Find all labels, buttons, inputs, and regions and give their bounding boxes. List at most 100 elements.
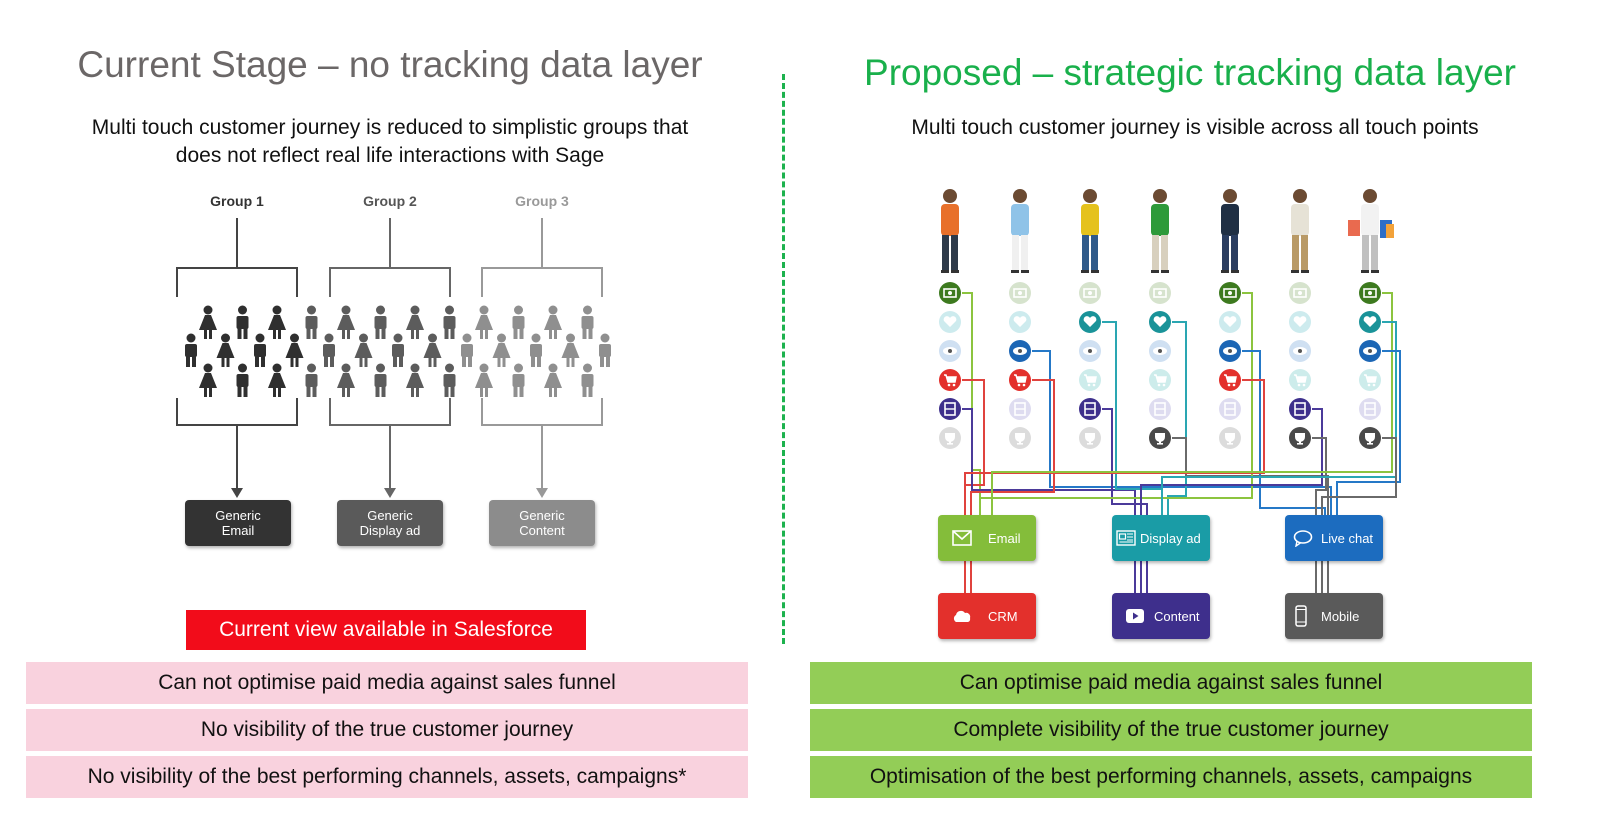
box-label: Generic (519, 508, 565, 523)
channel-display-ad: Display ad (1112, 515, 1210, 561)
man-icon (305, 363, 318, 397)
woman-icon (337, 363, 355, 397)
woman-icon (406, 305, 424, 339)
cart-icon (1289, 369, 1311, 391)
group-2-label: Group 2 (363, 193, 417, 209)
eye-icon (1149, 340, 1171, 362)
man-icon (599, 333, 611, 367)
channel-label: Content (1154, 608, 1200, 624)
woman-icon (544, 363, 562, 397)
speech-bubble-icon (1293, 529, 1313, 547)
box-label: Display ad (359, 523, 421, 538)
group-2-bracket (329, 218, 451, 492)
arrow-head (231, 488, 243, 498)
proposed-subtitle: Multi touch customer journey is visible … (911, 116, 1479, 139)
current-stage-subtitle: Multi touch customer journey is reduced … (40, 114, 740, 170)
man-icon (185, 333, 197, 367)
proposed-outcomes-list: Can optimise paid media against sales fu… (810, 662, 1532, 798)
heart-icon (1149, 311, 1171, 333)
woman-icon (561, 333, 580, 367)
channel-label: Display ad (1140, 530, 1201, 546)
film-icon (1149, 398, 1171, 420)
newspaper-icon (1116, 530, 1136, 546)
people-row (941, 189, 1394, 273)
group-diagram (176, 218, 611, 498)
channel-mobile: Mobile (1285, 593, 1383, 639)
person-figure (1081, 189, 1099, 273)
section-divider (782, 74, 785, 644)
money-icon (1009, 282, 1031, 304)
man-icon (254, 333, 266, 367)
man-icon (461, 333, 473, 367)
man-icon (581, 305, 594, 339)
channel-email: Email (938, 515, 1036, 561)
heart-icon (1219, 311, 1241, 333)
current-stage-title: Current Stage – no tracking data layer (77, 44, 703, 85)
salesforce-banner: Current view available in Salesforce (186, 610, 586, 650)
woman-icon (199, 363, 217, 397)
woman-icon (423, 333, 442, 367)
eye-icon (1009, 340, 1031, 362)
trophy-icon (1079, 427, 1101, 449)
channel-crm: CRM (938, 593, 1036, 639)
connection-line (962, 408, 1136, 593)
person-figure (941, 189, 959, 273)
woman-icon (406, 363, 424, 397)
trophy-icon (1219, 427, 1241, 449)
woman-icon (268, 363, 286, 397)
woman-icon (216, 333, 235, 367)
man-icon (374, 363, 387, 397)
cart-icon (1009, 369, 1031, 391)
play-icon (1126, 609, 1144, 623)
man-icon (392, 333, 404, 367)
cart-icon (1219, 369, 1241, 391)
outcome-row: No visibility of the true customer journ… (26, 709, 748, 751)
journey-diagram (939, 189, 1401, 593)
cart-icon (1079, 369, 1101, 391)
woman-icon (544, 305, 562, 339)
woman-icon (268, 305, 286, 339)
channel-label: Mobile (1321, 608, 1360, 624)
channel-label: Live chat (1321, 530, 1374, 546)
person-figure (1348, 189, 1394, 273)
man-icon (581, 363, 594, 397)
box-label: Content (519, 523, 565, 538)
man-icon (530, 333, 542, 367)
eye-icon (1289, 340, 1311, 362)
cart-icon (939, 369, 961, 391)
man-icon (443, 305, 456, 339)
film-icon (1359, 398, 1381, 420)
man-icon (236, 305, 249, 339)
box-label: Generic (367, 508, 413, 523)
trophy-icon (1289, 427, 1311, 449)
woman-icon (285, 333, 304, 367)
envelope-icon (952, 530, 972, 546)
film-icon (1079, 398, 1101, 420)
woman-icon (199, 305, 217, 339)
outcome-row: Complete visibility of the true customer… (810, 709, 1532, 751)
woman-icon (492, 333, 511, 367)
eye-icon (939, 340, 961, 362)
heart-icon (1079, 311, 1101, 333)
man-icon (323, 333, 335, 367)
channel-content: Content (1112, 593, 1210, 639)
trophy-icon (1149, 427, 1171, 449)
man-icon (305, 305, 318, 339)
connection-line (979, 292, 1253, 515)
connection-line (1242, 350, 1326, 515)
outcome-row: No visibility of the best performing cha… (26, 756, 748, 798)
heart-icon (1359, 311, 1381, 333)
trophy-icon (1009, 427, 1031, 449)
channel-label: CRM (988, 608, 1018, 624)
film-icon (1289, 398, 1311, 420)
woman-icon (475, 363, 493, 397)
film-icon (1219, 398, 1241, 420)
channel-live-chat: Live chat (1285, 515, 1383, 561)
heart-icon (939, 311, 961, 333)
cart-icon (1149, 369, 1171, 391)
cloud-icon (952, 609, 972, 623)
group-3-bracket (481, 218, 603, 492)
box-label: Generic (215, 508, 261, 523)
